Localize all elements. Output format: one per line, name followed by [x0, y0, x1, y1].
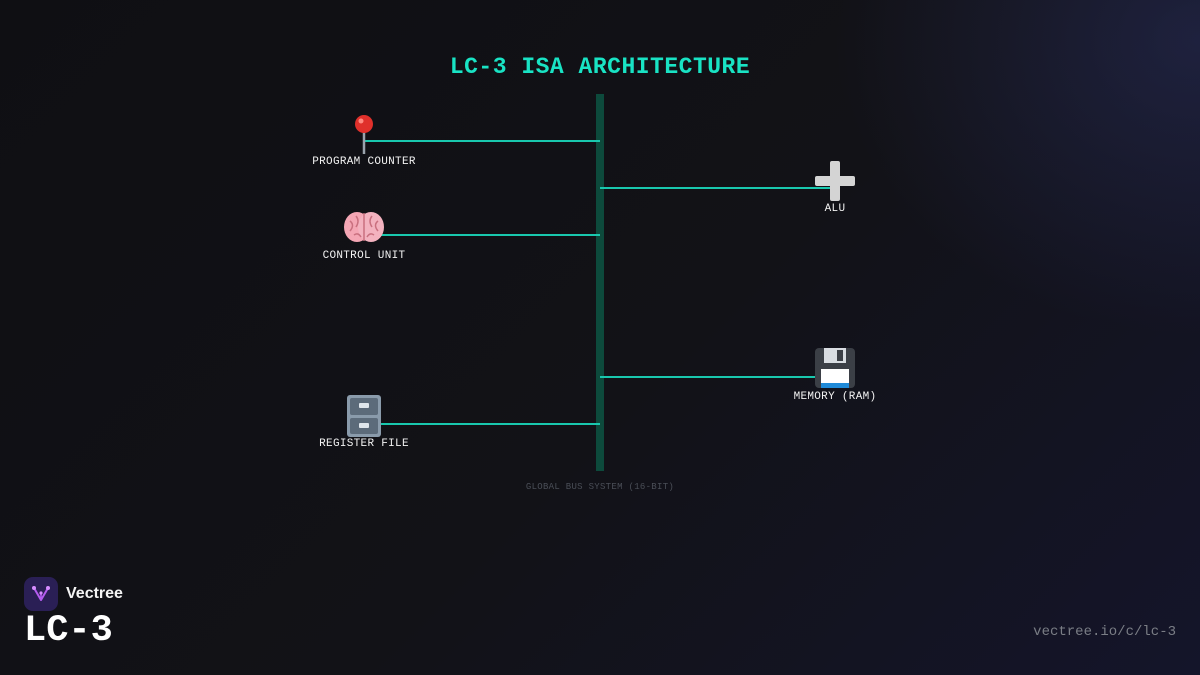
brain-icon — [294, 206, 434, 250]
register-file-label: REGISTER FILE — [319, 438, 409, 450]
register-file-connector — [364, 423, 600, 425]
alu-connector — [600, 187, 835, 189]
bus-label: GLOBAL BUS SYSTEM (16-BIT) — [525, 482, 675, 492]
memory-label: MEMORY (RAM) — [793, 391, 877, 403]
alu-node: ALU — [765, 159, 905, 215]
brand: Vectree — [24, 577, 123, 611]
memory-connector — [600, 376, 835, 378]
vectree-logo-icon — [24, 577, 58, 611]
brand-name: Vectree — [66, 585, 123, 602]
control-unit-connector — [364, 234, 600, 236]
course-title: LC-3 — [24, 610, 113, 652]
program-counter-node: PROGRAM COUNTER — [294, 112, 434, 168]
global-bus — [596, 94, 604, 471]
file-cabinet-icon — [294, 394, 434, 438]
course-url[interactable]: vectree.io/c/lc-3 — [1033, 624, 1176, 640]
alu-label: ALU — [824, 203, 846, 215]
floppy-disk-icon — [765, 347, 905, 391]
register-file-node: REGISTER FILE — [294, 394, 434, 450]
memory-node: MEMORY (RAM) — [765, 347, 905, 403]
program-counter-label: PROGRAM COUNTER — [312, 156, 416, 168]
plus-icon — [765, 159, 905, 203]
control-unit-node: CONTROL UNIT — [294, 206, 434, 262]
diagram-title: LC-3 ISA ARCHITECTURE — [449, 54, 751, 80]
program-counter-connector — [364, 140, 600, 142]
control-unit-label: CONTROL UNIT — [322, 250, 406, 262]
pushpin-icon — [294, 112, 434, 156]
